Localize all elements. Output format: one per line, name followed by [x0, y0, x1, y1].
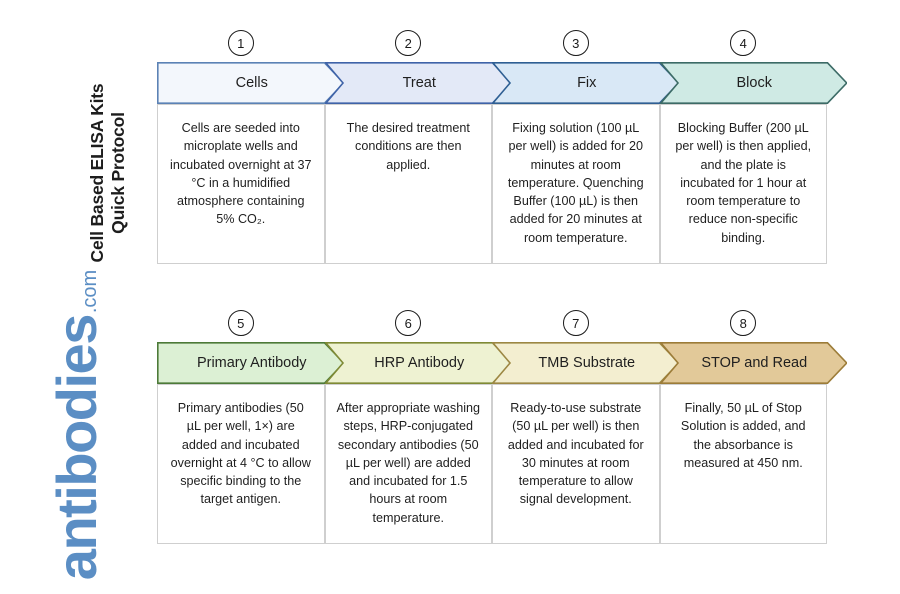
brand-logo: antibodies .com	[45, 270, 119, 580]
step-number-3: 3	[562, 30, 589, 56]
left-rail: Cell Based ELISA Kits Quick Protocol ant…	[0, 0, 150, 594]
step-label-3: Fix	[577, 75, 597, 91]
chevron-shape-4	[659, 62, 847, 104]
step-chevron-4[interactable]: Block	[659, 62, 847, 104]
brand-tld: .com	[79, 269, 101, 314]
step-chevron-5[interactable]: Primary Antibody	[157, 342, 345, 384]
step-number-7: 7	[562, 310, 589, 336]
step-description-2: The desired treatment conditions are the…	[346, 121, 470, 172]
step-description-card-2: The desired treatment conditions are the…	[324, 104, 492, 264]
step-description-card-4: Blocking Buffer (200 µL per well) is the…	[659, 104, 827, 264]
step-chevron-7[interactable]: TMB Substrate	[492, 342, 680, 384]
step-label-2: Treat	[402, 75, 436, 91]
step-label-7: TMB Substrate	[538, 355, 636, 371]
step-label-1: Cells	[235, 75, 268, 91]
page-title-line-2: Quick Protocol	[108, 112, 128, 234]
step-description-card-7: Ready-to-use substrate (50 µL per well) …	[492, 384, 660, 544]
page-title-line-1: Cell Based ELISA Kits	[86, 83, 107, 263]
step-description-5: Primary antibodies (50 µL per well, 1×) …	[170, 401, 311, 507]
step-chevron-8[interactable]: STOP and Read	[659, 342, 847, 384]
step-number-strip-1: 1 2 3 4	[157, 30, 847, 62]
step-number-1: 1	[227, 30, 254, 56]
step-description-3: Fixing solution (100 µL per well) is add…	[507, 121, 644, 245]
step-label-8: STOP and Read	[701, 355, 808, 371]
step-chevron-1[interactable]: Cells	[157, 62, 345, 104]
step-number-5: 5	[227, 310, 254, 336]
protocol-row-2: 5 6 7 8 Primary Antibody HRP Antibody TMB Sub…	[157, 310, 847, 544]
step-number-4: 4	[730, 30, 757, 56]
protocol-row-1: 1 2 3 4 Cells Treat Fix Block Cells are seeded…	[157, 30, 847, 264]
brand-name: antibodies	[45, 315, 108, 581]
step-label-4: Block	[736, 75, 772, 91]
step-chevron-2[interactable]: Treat	[324, 62, 512, 104]
step-number-2: 2	[395, 30, 422, 56]
step-description-card-5: Primary antibodies (50 µL per well, 1×) …	[157, 384, 325, 544]
step-description-1: Cells are seeded into microplate wells a…	[170, 121, 312, 227]
step-description-8: Finally, 50 µL of Stop Solution is added…	[680, 401, 806, 470]
step-number-strip-2: 5 6 7 8	[157, 310, 847, 342]
step-description-card-8: Finally, 50 µL of Stop Solution is added…	[659, 384, 827, 544]
step-number-6: 6	[395, 310, 422, 336]
description-strip-1: Cells are seeded into microplate wells a…	[157, 104, 847, 264]
step-label-5: Primary Antibody	[196, 355, 307, 371]
step-label-6: HRP Antibody	[374, 355, 465, 371]
description-strip-2: Primary antibodies (50 µL per well, 1×) …	[157, 384, 847, 544]
step-description-card-1: Cells are seeded into microplate wells a…	[157, 104, 325, 264]
step-description-6: After appropriate washing steps, HRP-con…	[336, 401, 481, 525]
step-description-card-3: Fixing solution (100 µL per well) is add…	[492, 104, 660, 264]
step-number-8: 8	[730, 310, 757, 336]
step-description-4: Blocking Buffer (200 µL per well) is the…	[675, 121, 812, 245]
chevron-strip-1: Cells Treat Fix Block	[157, 62, 847, 104]
step-chevron-6[interactable]: HRP Antibody	[324, 342, 512, 384]
step-description-card-6: After appropriate washing steps, HRP-con…	[324, 384, 492, 544]
step-description-7: Ready-to-use substrate (50 µL per well) …	[507, 401, 644, 507]
page-title: Cell Based ELISA Kits Quick Protocol	[85, 43, 131, 303]
chevron-strip-2: Primary Antibody HRP Antibody TMB Substrat…	[157, 342, 847, 384]
step-chevron-3[interactable]: Fix	[492, 62, 680, 104]
chevron-shape-8	[659, 342, 847, 384]
